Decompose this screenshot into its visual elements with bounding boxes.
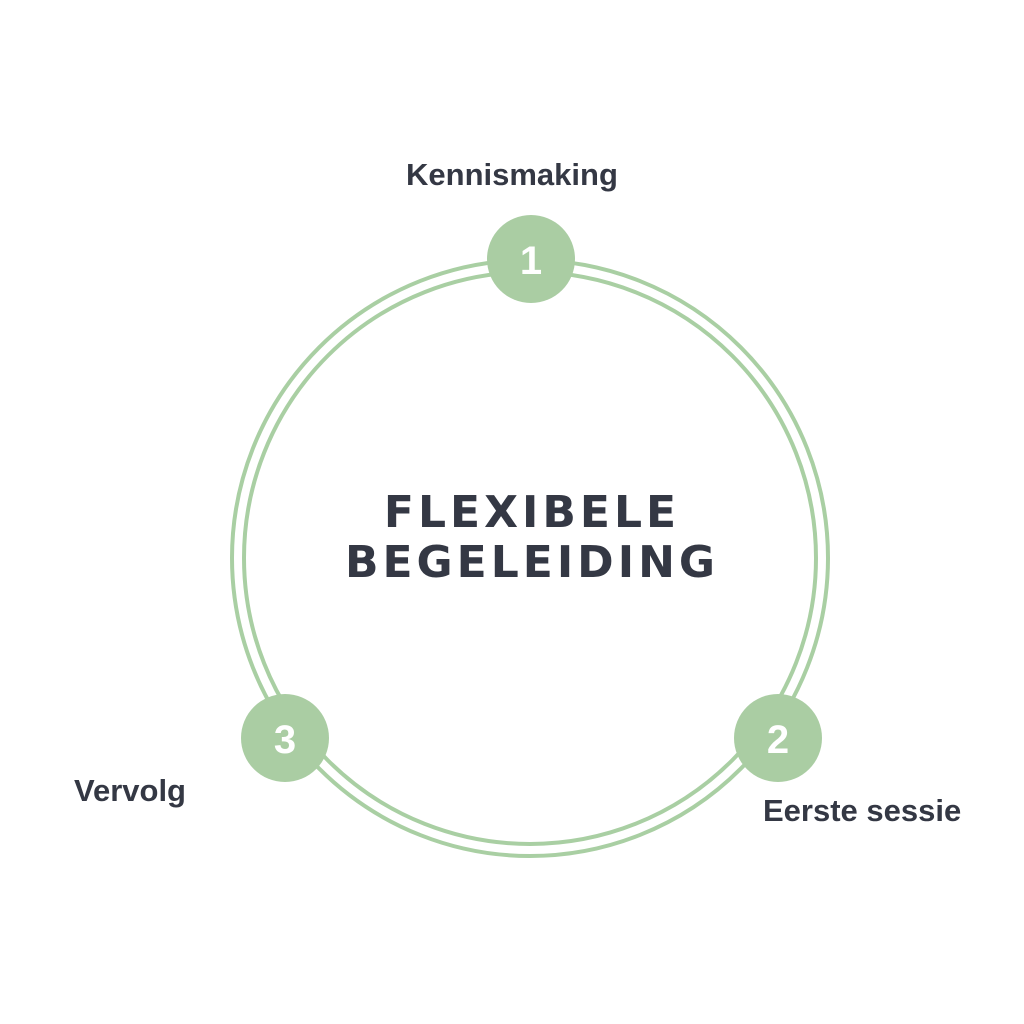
center-title-line-2: BEGELEIDING	[344, 537, 720, 588]
step-label-1: Kennismaking	[406, 157, 618, 192]
center-title: FLEXIBELE BEGELEIDING	[262, 488, 802, 588]
step-number-2: 2	[767, 718, 789, 762]
step-node-3: 3	[241, 694, 329, 782]
step-node-1: 1	[487, 215, 575, 303]
step-label-2: Eerste sessie	[763, 793, 962, 828]
step-number-3: 3	[274, 718, 296, 762]
step-node-3-circle	[241, 694, 329, 782]
step-node-1-circle	[487, 215, 575, 303]
step-label-3: Vervolg	[74, 773, 186, 808]
center-title-line-1: FLEXIBELE	[383, 487, 681, 538]
step-node-2-circle	[734, 694, 822, 782]
step-number-1: 1	[520, 239, 542, 283]
step-node-2: 2	[734, 694, 822, 782]
